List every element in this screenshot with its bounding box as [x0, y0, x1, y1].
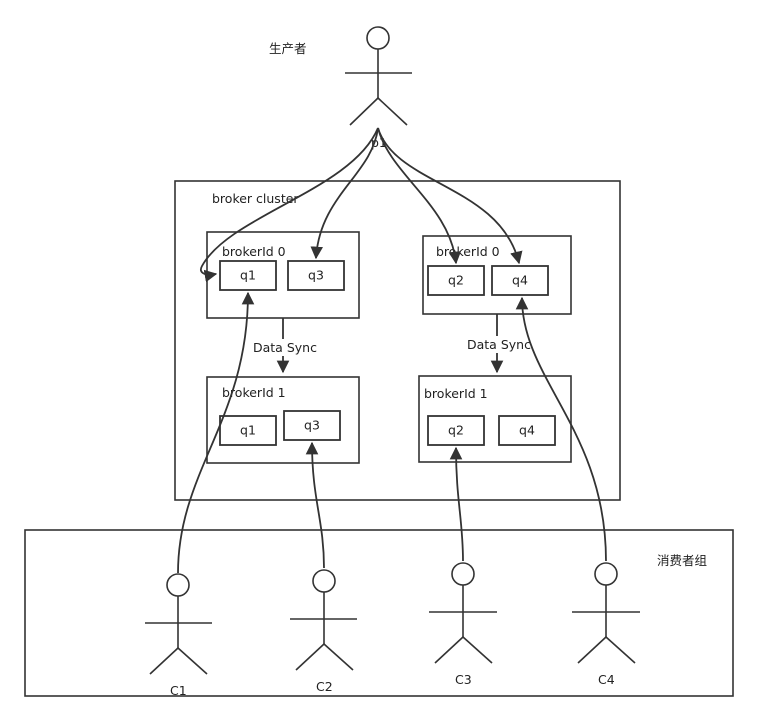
broker-top-left[interactable]: brokerId 0 q1 q3: [206, 231, 360, 319]
queue-label: q2: [448, 273, 464, 288]
sync-label-bg: [464, 336, 528, 353]
consumer-c1-actor[interactable]: [145, 573, 212, 675]
broker-bottom-right[interactable]: brokerId 1 q2 q4: [418, 375, 572, 463]
consumer-c3-actor[interactable]: [429, 562, 497, 664]
producer-to-q4-arrow: [377, 127, 523, 265]
c1-to-q1-arrow: [177, 291, 255, 574]
consumer-c4-actor[interactable]: [572, 562, 640, 664]
producer-to-q3-arrow: [310, 127, 379, 260]
queue-box[interactable]: [283, 410, 341, 441]
queue-label: q3: [304, 418, 320, 433]
queue-box[interactable]: [427, 265, 485, 296]
c4-to-q4-arrow: [515, 296, 607, 562]
consumer-c2-actor[interactable]: [290, 569, 357, 671]
broker-cluster-label: broker cluster: [212, 191, 299, 206]
broker-bottom-left[interactable]: brokerId 1 q1 q3: [206, 376, 360, 464]
consumer-group-label: 消费者组: [657, 553, 707, 568]
broker-top-right[interactable]: brokerId 0 q2 q4: [422, 235, 572, 315]
queue-label: q2: [448, 423, 464, 438]
producer-to-q2-arrow: [377, 127, 462, 265]
producer-actor[interactable]: [345, 26, 412, 126]
queue-box[interactable]: [287, 260, 345, 291]
producer-label: 生产者: [269, 41, 307, 56]
c3-to-q2-arrow: [449, 446, 464, 562]
consumer-c4-label: C4: [598, 672, 615, 687]
data-sync-label-right: Data Sync: [467, 337, 531, 352]
consumer-c1-label: C1: [170, 683, 187, 698]
c2-to-q3-arrow: [305, 441, 325, 569]
queue-label: q1: [240, 268, 256, 283]
queue-box[interactable]: [219, 415, 277, 446]
producer-to-q1-arrow: [200, 127, 379, 283]
queue-label: q4: [519, 423, 535, 438]
queue-label: q3: [308, 268, 324, 283]
broker-label: brokerId 1: [222, 385, 286, 400]
broker-label: brokerId 0: [222, 244, 286, 259]
broker-label: brokerId 0: [436, 244, 500, 259]
queue-box[interactable]: [219, 260, 277, 291]
queue-label: q1: [240, 423, 256, 438]
queue-box[interactable]: [498, 415, 556, 446]
queue-box[interactable]: [491, 265, 549, 296]
queue-box[interactable]: [427, 415, 485, 446]
queue-label: q4: [512, 273, 528, 288]
consumer-group-box[interactable]: [24, 529, 734, 697]
consumer-c3-label: C3: [455, 672, 472, 687]
sync-label-bg: [250, 339, 318, 356]
consumer-c2-label: C2: [316, 679, 333, 694]
data-sync-label-left: Data Sync: [253, 340, 317, 355]
broker-label: brokerId 1: [424, 386, 488, 401]
